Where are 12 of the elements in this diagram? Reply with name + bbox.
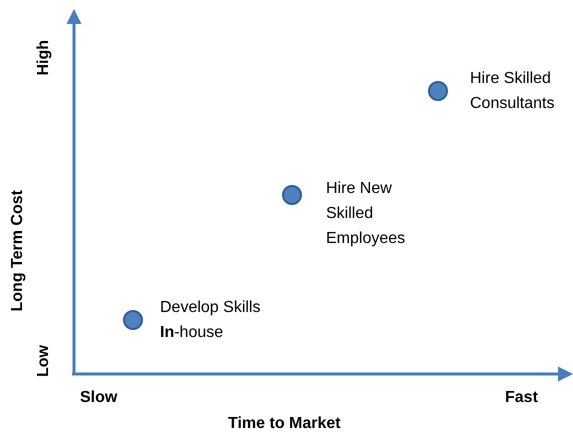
axis-title: Long Term Cost [8, 190, 27, 312]
point-label: Hire Skilled Consultants [470, 69, 556, 114]
axis-title: Time to Market [228, 414, 341, 434]
data-point [282, 185, 302, 205]
axis-end-label: Low [34, 345, 53, 377]
axis-end-label: Slow [80, 388, 118, 408]
point-label: Develop Skills In-house [160, 298, 262, 343]
axis-end-label: Fast [505, 388, 538, 408]
axis-end-label: High [34, 40, 53, 76]
data-point [123, 310, 143, 330]
point-label: Hire New Skilled Employees [326, 179, 406, 249]
data-point [428, 81, 448, 101]
